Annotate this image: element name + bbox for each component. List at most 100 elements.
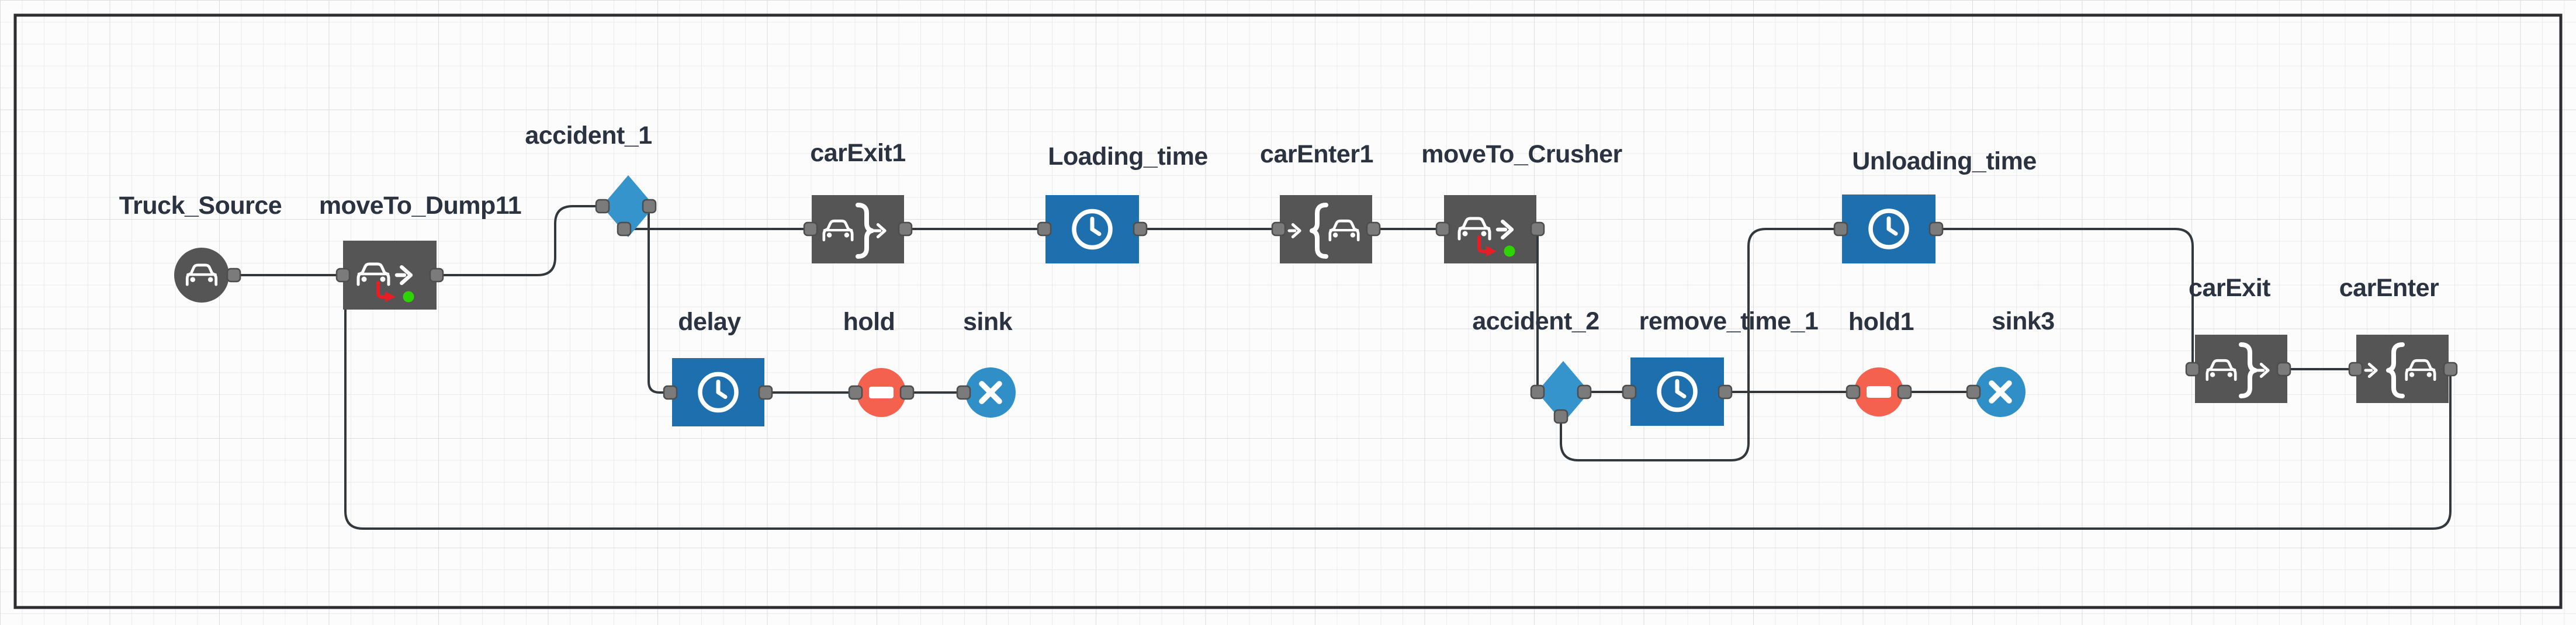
- port[interactable]: [899, 385, 915, 400]
- node-label: carEnter: [2339, 274, 2439, 302]
- port[interactable]: [898, 221, 913, 237]
- car-icon: [2405, 359, 2436, 381]
- connector-accident2-UnloadingTime[interactable]: [1560, 228, 1841, 461]
- port[interactable]: [335, 268, 351, 283]
- node-Unloading_time[interactable]: Unloading_time: [1833, 147, 2037, 263]
- port[interactable]: [1928, 221, 1944, 237]
- port[interactable]: [1366, 221, 1381, 237]
- car-icon: [1328, 219, 1360, 242]
- diamond-shape[interactable]: [602, 175, 655, 237]
- node-carExit1[interactable]: carExit1: [803, 139, 913, 263]
- node-label: accident_2: [1472, 307, 1599, 335]
- bracket-close-icon: [2239, 342, 2258, 398]
- node-accident_1[interactable]: accident_1: [525, 121, 657, 237]
- port[interactable]: [642, 199, 657, 214]
- node-label: accident_1: [525, 121, 652, 150]
- arrow-icon: [1495, 219, 1514, 240]
- port[interactable]: [226, 268, 241, 283]
- move-indicator-arrow-icon: [376, 281, 414, 303]
- arrow-icon: [394, 265, 413, 286]
- arrow-icon: [2364, 363, 2378, 378]
- minus-icon: [869, 387, 894, 398]
- node-hold1[interactable]: hold1: [1846, 308, 1914, 416]
- node-moveTo_Crusher[interactable]: moveTo_Crusher: [1421, 140, 1623, 263]
- clock-icon: [1657, 371, 1698, 412]
- status-dot: [1504, 245, 1515, 257]
- port[interactable]: [1833, 221, 1848, 237]
- bracket-open-icon: [2386, 342, 2405, 398]
- node-label: Unloading_time: [1852, 147, 2037, 175]
- car-icon: [356, 262, 390, 286]
- node-label: hold1: [1848, 308, 1914, 336]
- port[interactable]: [595, 199, 610, 214]
- node-label: carExit1: [810, 139, 905, 167]
- port[interactable]: [758, 385, 773, 400]
- car-icon: [185, 263, 218, 286]
- x-icon: [979, 381, 1002, 404]
- car-icon: [1457, 217, 1491, 241]
- node-carExit[interactable]: carExit: [2185, 274, 2291, 403]
- node-accident_2[interactable]: accident_2: [1472, 307, 1599, 424]
- port[interactable]: [1553, 409, 1569, 424]
- port[interactable]: [1897, 384, 1912, 400]
- node-label: Loading_time: [1048, 143, 1208, 171]
- node-moveTo_Dump11[interactable]: moveTo_Dump11: [319, 192, 522, 310]
- port[interactable]: [617, 221, 632, 237]
- node-carEnter1[interactable]: carEnter1: [1260, 140, 1381, 263]
- car-icon: [822, 219, 854, 242]
- port[interactable]: [1037, 221, 1052, 237]
- connector-UnloadingTime-carExit[interactable]: [1936, 228, 2194, 370]
- node-label: carEnter1: [1260, 140, 1373, 168]
- bracket-close-icon: [856, 203, 874, 259]
- port[interactable]: [1530, 384, 1545, 400]
- connector-moveToDump11-accident1[interactable]: [435, 205, 604, 276]
- node-label: moveTo_Crusher: [1421, 140, 1622, 168]
- port[interactable]: [1530, 221, 1545, 237]
- node-label: moveTo_Dump11: [319, 192, 521, 220]
- node-label: sink3: [1992, 307, 2054, 335]
- port[interactable]: [1435, 221, 1450, 237]
- node-label: remove_time_1: [1639, 307, 1819, 335]
- car-icon: [2205, 359, 2237, 381]
- node-label: carExit: [2189, 274, 2270, 302]
- clock-icon: [698, 371, 739, 413]
- clock-icon: [1868, 209, 1909, 249]
- move-indicator-arrow-icon: [1477, 235, 1515, 257]
- diamond-shape[interactable]: [1537, 361, 1590, 423]
- node-label: sink: [963, 308, 1013, 336]
- port[interactable]: [2443, 362, 2458, 377]
- minus-icon: [1867, 386, 1891, 398]
- connector-accident1-delay[interactable]: [648, 205, 671, 394]
- port[interactable]: [803, 221, 818, 237]
- port[interactable]: [1622, 384, 1637, 400]
- port[interactable]: [956, 385, 971, 400]
- port[interactable]: [2185, 362, 2200, 377]
- node-carEnter[interactable]: carEnter: [2339, 274, 2458, 403]
- canvas-frame-border: [13, 13, 2563, 609]
- node-remove_time_1[interactable]: remove_time_1: [1622, 307, 1819, 426]
- node-Loading_time[interactable]: Loading_time: [1037, 143, 1208, 263]
- port[interactable]: [848, 385, 863, 400]
- connector-carEnter-moveToDump11-feedback[interactable]: [344, 274, 2452, 530]
- port[interactable]: [1577, 384, 1592, 400]
- node-label: delay: [678, 308, 741, 336]
- clock-icon: [1072, 209, 1113, 250]
- port[interactable]: [2276, 362, 2291, 377]
- port[interactable]: [1846, 384, 1861, 400]
- node-label: hold: [843, 308, 895, 336]
- port[interactable]: [2348, 362, 2363, 377]
- port[interactable]: [1966, 384, 1981, 400]
- node-sink[interactable]: sink: [956, 308, 1016, 418]
- port[interactable]: [1133, 221, 1148, 237]
- port[interactable]: [1271, 221, 1286, 237]
- arrow-icon: [2256, 363, 2270, 378]
- port[interactable]: [663, 385, 678, 400]
- node-sink3[interactable]: sink3: [1966, 307, 2055, 417]
- node-truck_source[interactable]: Truck_Source: [119, 192, 282, 303]
- port[interactable]: [429, 268, 444, 283]
- node-delay[interactable]: delay: [663, 308, 773, 426]
- port[interactable]: [1718, 384, 1733, 400]
- bracket-open-icon: [1310, 203, 1328, 259]
- node-hold[interactable]: hold: [843, 308, 915, 417]
